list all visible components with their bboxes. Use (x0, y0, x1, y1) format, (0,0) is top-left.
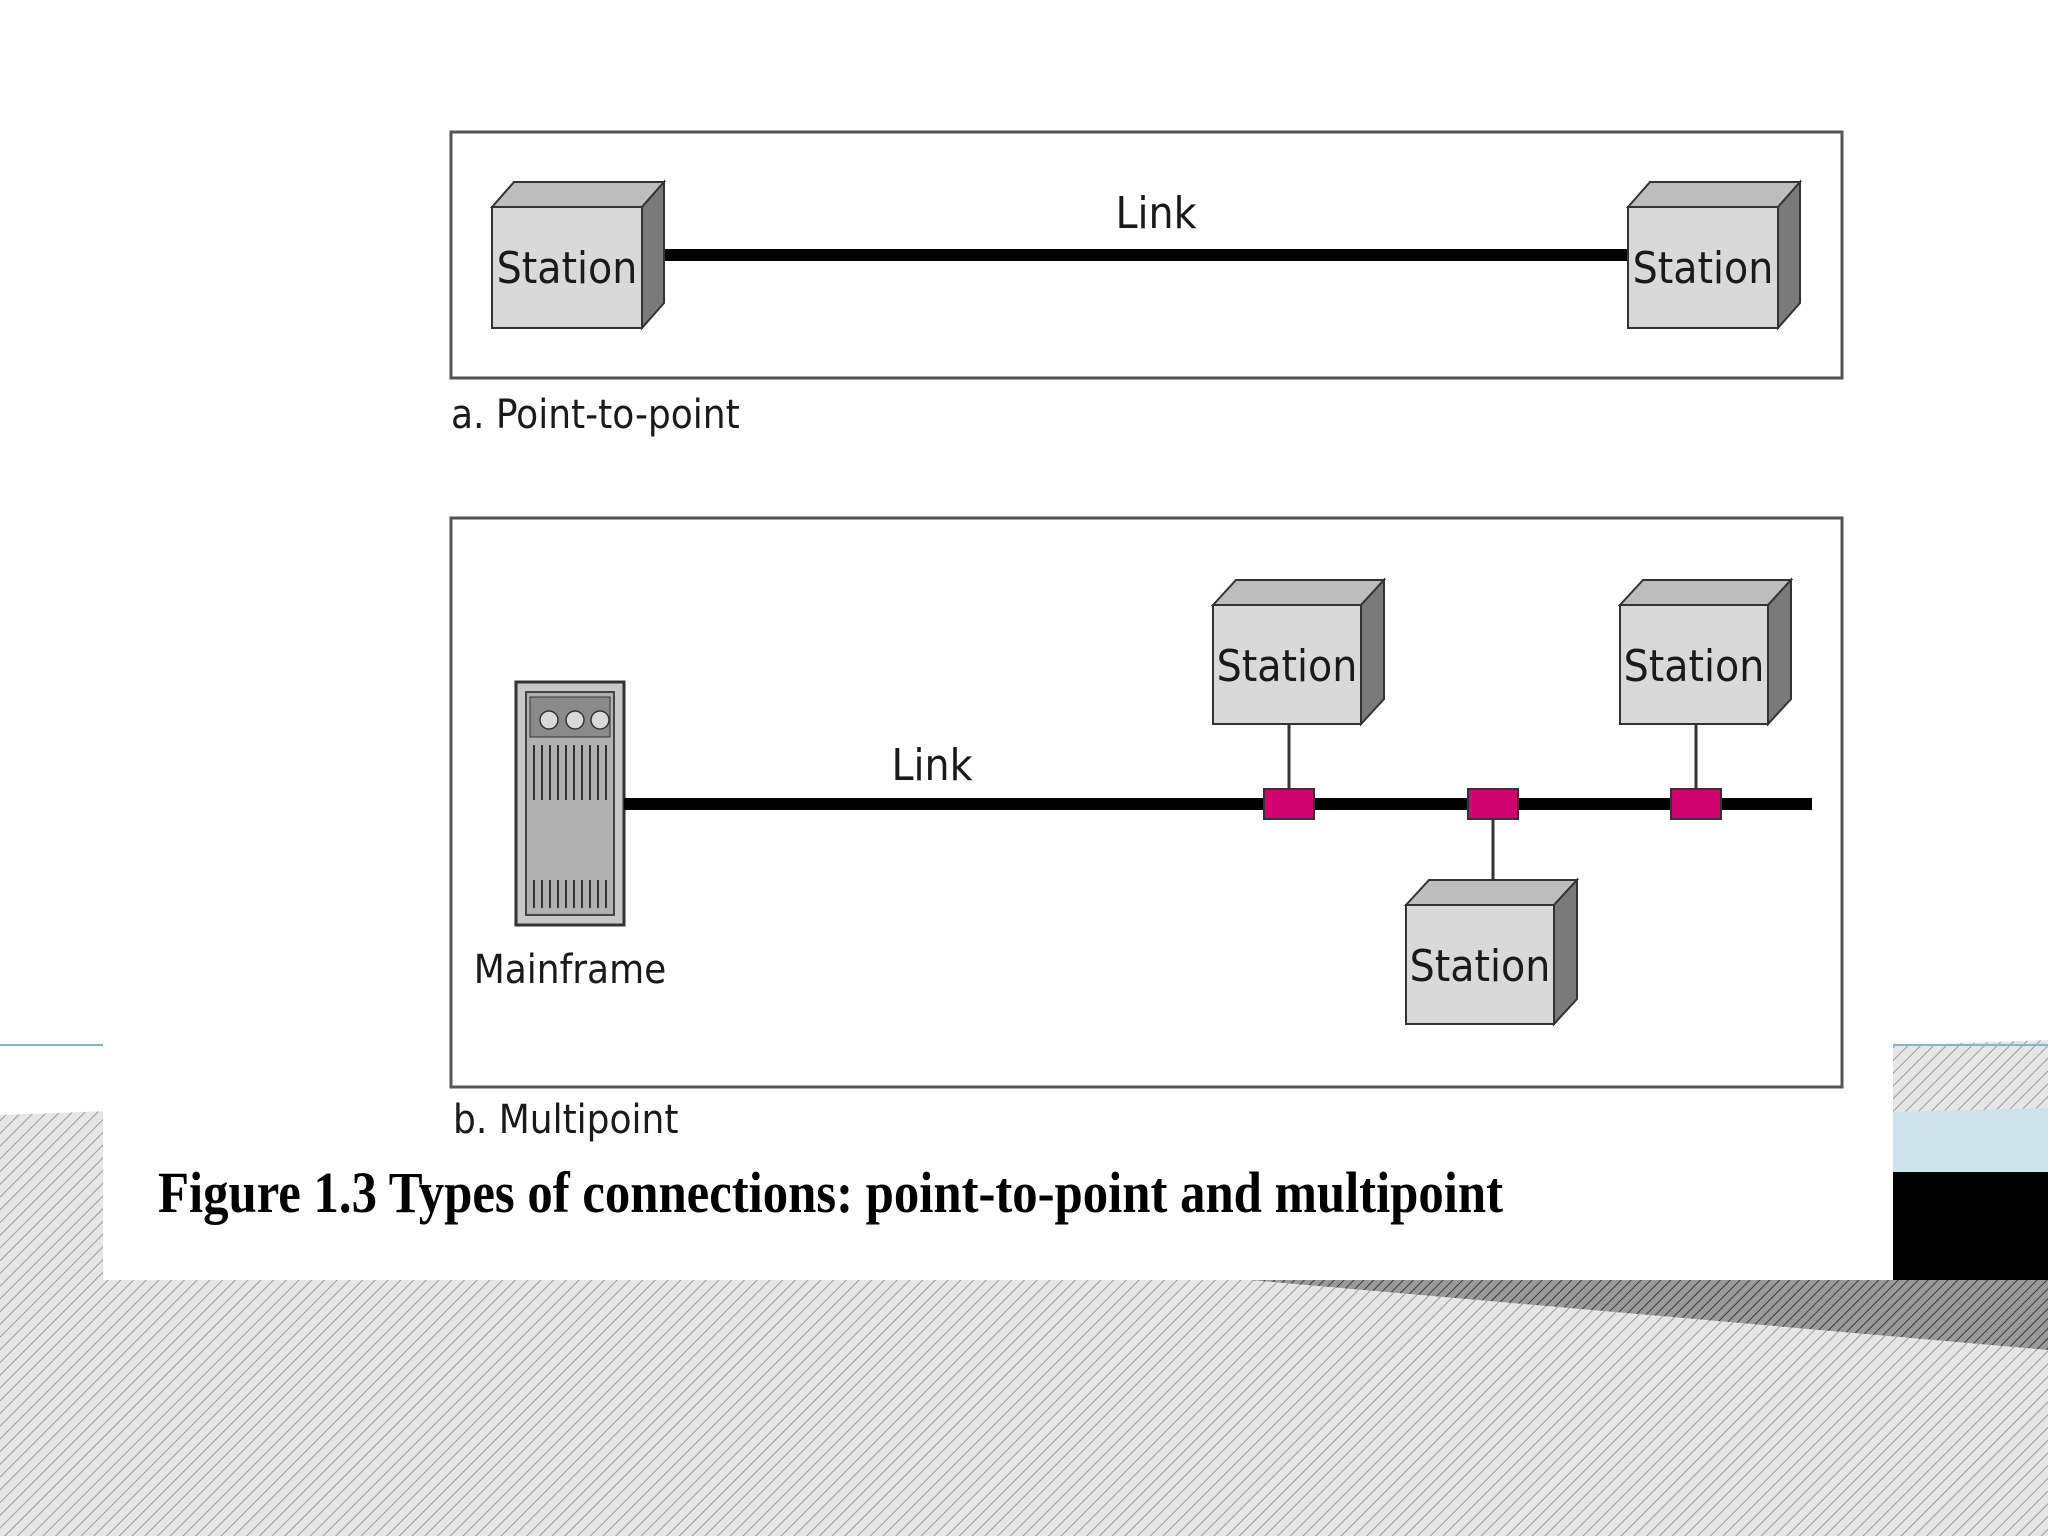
pale-blue-band (1890, 1108, 2048, 1172)
tap-connector (1263, 788, 1315, 820)
station-side (1553, 877, 1578, 1027)
mainframe-icon (514, 680, 626, 927)
dark-wedge (1250, 1280, 2048, 1350)
mainframe-dial (590, 710, 610, 730)
black-block (1890, 1172, 2048, 1280)
station-top (1403, 879, 1580, 906)
station-top (489, 181, 667, 208)
panel-b-caption: b. Multipoint (453, 1097, 678, 1143)
station-top (1625, 181, 1803, 208)
figure-title: Figure 1.3 Types of connections: point-t… (158, 1160, 1504, 1225)
station-front (1405, 904, 1555, 1025)
station-front (1212, 604, 1362, 725)
station-b-2: Station (1617, 577, 1794, 727)
station-a-left: Station (489, 179, 667, 331)
station-front (491, 206, 643, 329)
station-side (641, 179, 665, 331)
station-b-1: Station (1210, 577, 1387, 727)
station-label: Station (1633, 243, 1774, 294)
station-front (1619, 604, 1769, 725)
tap-connector (1670, 788, 1722, 820)
tap-connector (1467, 788, 1519, 820)
station-label: Station (1410, 941, 1551, 992)
station-b-3: Station (1403, 877, 1580, 1027)
station-side (1767, 577, 1792, 727)
station-side (1777, 179, 1801, 331)
station-label: Station (497, 243, 638, 294)
station-top (1617, 579, 1794, 606)
mainframe-dial (539, 710, 559, 730)
mainframe-vents (533, 745, 607, 908)
station-a-right: Station (1625, 179, 1803, 331)
station-label: Station (1217, 641, 1358, 692)
station-label: Station (1624, 641, 1765, 692)
panel-a-caption: a. Point-to-point (451, 392, 740, 438)
multipoint-link-label: Link (891, 740, 972, 791)
p2p-link-label: Link (1115, 188, 1196, 239)
mainframe-dial (565, 710, 585, 730)
station-top (1210, 579, 1387, 606)
station-front (1627, 206, 1779, 329)
mainframe-label: Mainframe (474, 947, 667, 993)
station-side (1360, 577, 1385, 727)
